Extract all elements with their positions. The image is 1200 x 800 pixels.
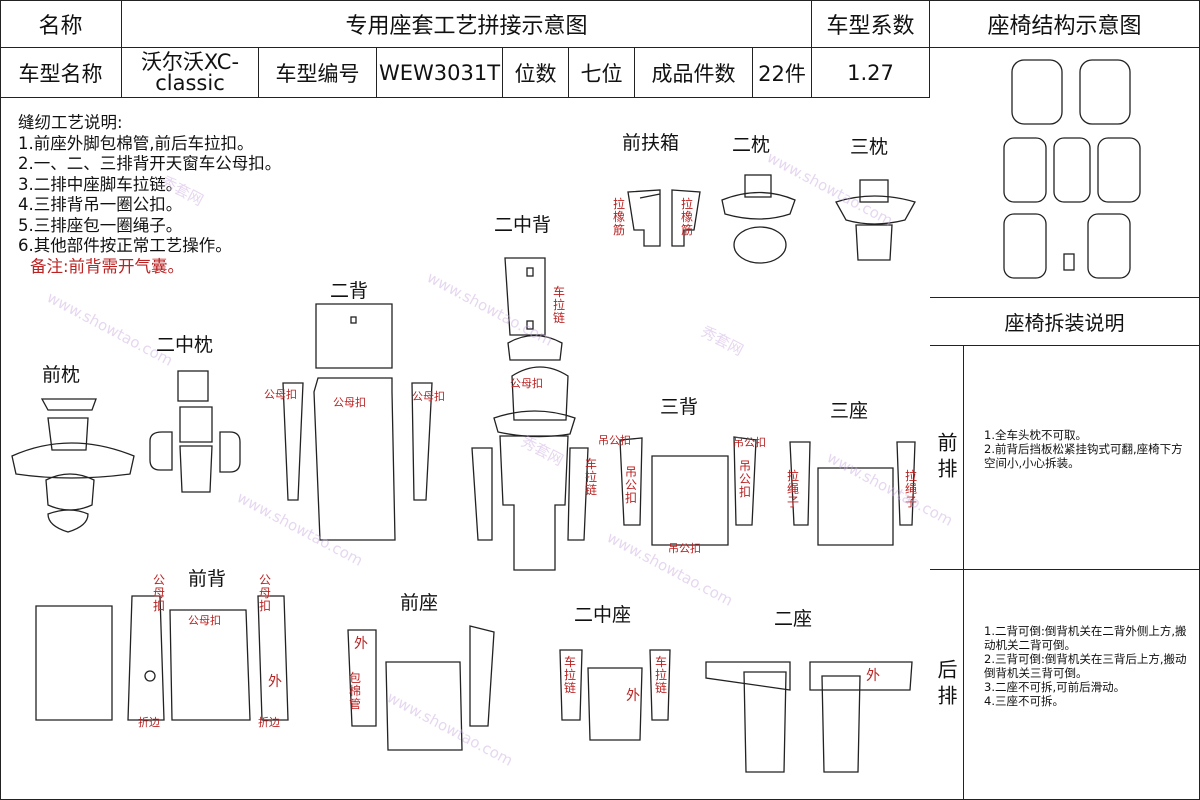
annotation-male-female-button: 公母扣 [264, 388, 297, 401]
annotation-male-female-button: 公母扣 [333, 396, 366, 409]
pieces-value: 22件 [753, 48, 812, 98]
model-name-line2: classic [155, 70, 225, 95]
annotation-car-zipper: 车拉链 [552, 285, 565, 325]
model-code-value: WEW3031T [377, 48, 503, 98]
front-pillow-pattern [11, 398, 135, 533]
front-row-label: 前排 [930, 346, 964, 570]
annotation-wrap-cotton-tube: 包棉管 [348, 671, 361, 711]
label-front-back: 前背 [188, 568, 227, 590]
front-row-note: 2.前背后挡板松紧挂钩式可翻,座椅下方空间小,小心拆装。 [984, 442, 1183, 470]
label-front-armrest: 前扶箱 [622, 132, 680, 154]
rear-row-notes: 1.二背可倒:倒背机关在二背外侧上方,搬动机关二背可倒。 2.三背可倒:倒背机关… [984, 624, 1190, 708]
annotation-hang-male-button: 吊公扣 [598, 434, 631, 447]
annotation-car-zipper: 车拉链 [654, 655, 667, 695]
annotation-fold-edge: 折边 [258, 716, 280, 729]
pieces-label: 成品件数 [635, 48, 753, 98]
annotation-hang-male-button-v: 吊公扣 [624, 465, 637, 505]
rear-row-label: 后排 [930, 570, 964, 800]
second-mid-pillow-pattern [149, 370, 241, 493]
annotation-outer: 外 [268, 674, 282, 690]
notes-title: 缝纫工艺说明: [18, 113, 123, 132]
annotation-car-zipper: 车拉链 [584, 457, 597, 497]
label-front-pillow: 前枕 [42, 364, 81, 386]
rear-row-label-text: 后排 [934, 658, 958, 711]
label-third-back: 三背 [660, 396, 699, 418]
annotation-male-female-button: 公母扣 [152, 573, 165, 613]
front-row-label-text: 前排 [934, 431, 958, 484]
annotation-car-zipper: 车拉链 [563, 655, 576, 695]
annotation-male-female-button: 公母扣 [412, 390, 445, 403]
second-seat-pattern [705, 661, 913, 773]
rear-row-note: 3.二座不可拆,可前后滑动。 [984, 680, 1126, 694]
rear-row-note: 4.三座不可拆。 [984, 694, 1064, 708]
annotation-elastic: 拉橡筋 [680, 197, 693, 237]
model-name-line1: 沃尔沃XC- [140, 49, 240, 74]
front-row-notes: 1.全车头枕不可取。 2.前背后挡板松紧挂钩式可翻,座椅下方空间小,小心拆装。 [984, 428, 1184, 470]
rear-row-note: 1.二背可倒:倒背机关在二背外侧上方,搬动机关二背可倒。 [984, 624, 1187, 652]
sewing-notes: 缝纫工艺说明: 1.前座外脚包棉管,前后车拉扣。 2.一、二、三排背开天窗车公母… [18, 113, 281, 277]
model-name-label: 车型名称 [0, 48, 122, 98]
coef-label: 车型系数 [812, 0, 930, 48]
annotation-fold-edge: 折边 [138, 716, 160, 729]
annotation-hang-male-button-v: 吊公扣 [738, 459, 751, 499]
second-back-pattern [282, 303, 433, 541]
seats-value: 七位 [569, 48, 635, 98]
removal-title: 座椅拆装说明 [930, 298, 1200, 346]
notes-item: 5.三排座包一圈绳子。 [18, 215, 183, 235]
annotation-hang-male-button: 吊公扣 [668, 542, 701, 555]
model-code-label: 车型编号 [259, 48, 377, 98]
front-row-note: 1.全车头枕不可取。 [984, 428, 1087, 442]
annotation-pull-rope: 拉绳子 [904, 469, 917, 509]
page-title: 专用座套工艺拼接示意图 [122, 0, 812, 48]
annotation-male-female-button: 公母扣 [258, 573, 271, 613]
label-second-mid-pillow: 二中枕 [156, 334, 214, 356]
name-label: 名称 [0, 0, 122, 48]
label-second-mid-seat: 二中座 [574, 604, 632, 626]
seat-structure-icons [1003, 59, 1141, 279]
annotation-outer: 外 [866, 668, 880, 684]
notes-item: 1.前座外脚包棉管,前后车拉扣。 [18, 133, 254, 153]
front-seat-pattern [347, 625, 495, 751]
label-second-seat: 二座 [774, 608, 813, 630]
label-third-pillow: 三枕 [850, 136, 889, 158]
notes-item: 6.其他部件按正常工艺操作。 [18, 236, 232, 255]
third-back-pattern [619, 436, 757, 546]
annotation-male-female-button: 公母扣 [188, 614, 221, 627]
notes-item: 2.一、二、三排背开天窗车公母扣。 [18, 154, 282, 173]
notes-item: 4.三排背吊一圈公扣。 [18, 195, 183, 214]
front-armrest-pattern [627, 189, 701, 247]
label-second-mid-back: 二中背 [494, 214, 552, 236]
annotation-male-female-button: 公母扣 [510, 377, 543, 390]
label-front-seat: 前座 [400, 592, 439, 614]
coef-value: 1.27 [812, 48, 930, 98]
annotation-outer: 外 [354, 636, 368, 652]
annotation-elastic: 拉橡筋 [612, 197, 625, 237]
second-mid-back-pattern [471, 257, 589, 571]
notes-item: 3.二排中座脚车拉链。 [18, 174, 183, 194]
label-second-pillow: 二枕 [732, 134, 771, 156]
annotation-pull-rope: 拉绳子 [786, 469, 799, 509]
second-mid-seat-pattern [559, 649, 671, 741]
label-third-seat: 三座 [830, 400, 869, 422]
seats-label: 位数 [503, 48, 569, 98]
second-pillow-pattern [721, 174, 796, 264]
third-seat-pattern [789, 441, 916, 546]
rear-row-note: 2.三背可倒:倒背机关在三背后上方,搬动倒背机关三背可倒。 [984, 652, 1187, 680]
notes-remark: 备注:前背需开气囊。 [30, 256, 185, 276]
third-pillow-pattern [835, 179, 916, 261]
annotation-hang-male-button: 吊公扣 [733, 436, 766, 449]
label-second-back: 二背 [330, 280, 369, 302]
model-name-value: 沃尔沃XC- classic [122, 48, 259, 98]
front-back-pattern [35, 595, 289, 721]
annotation-outer: 外 [626, 688, 640, 704]
